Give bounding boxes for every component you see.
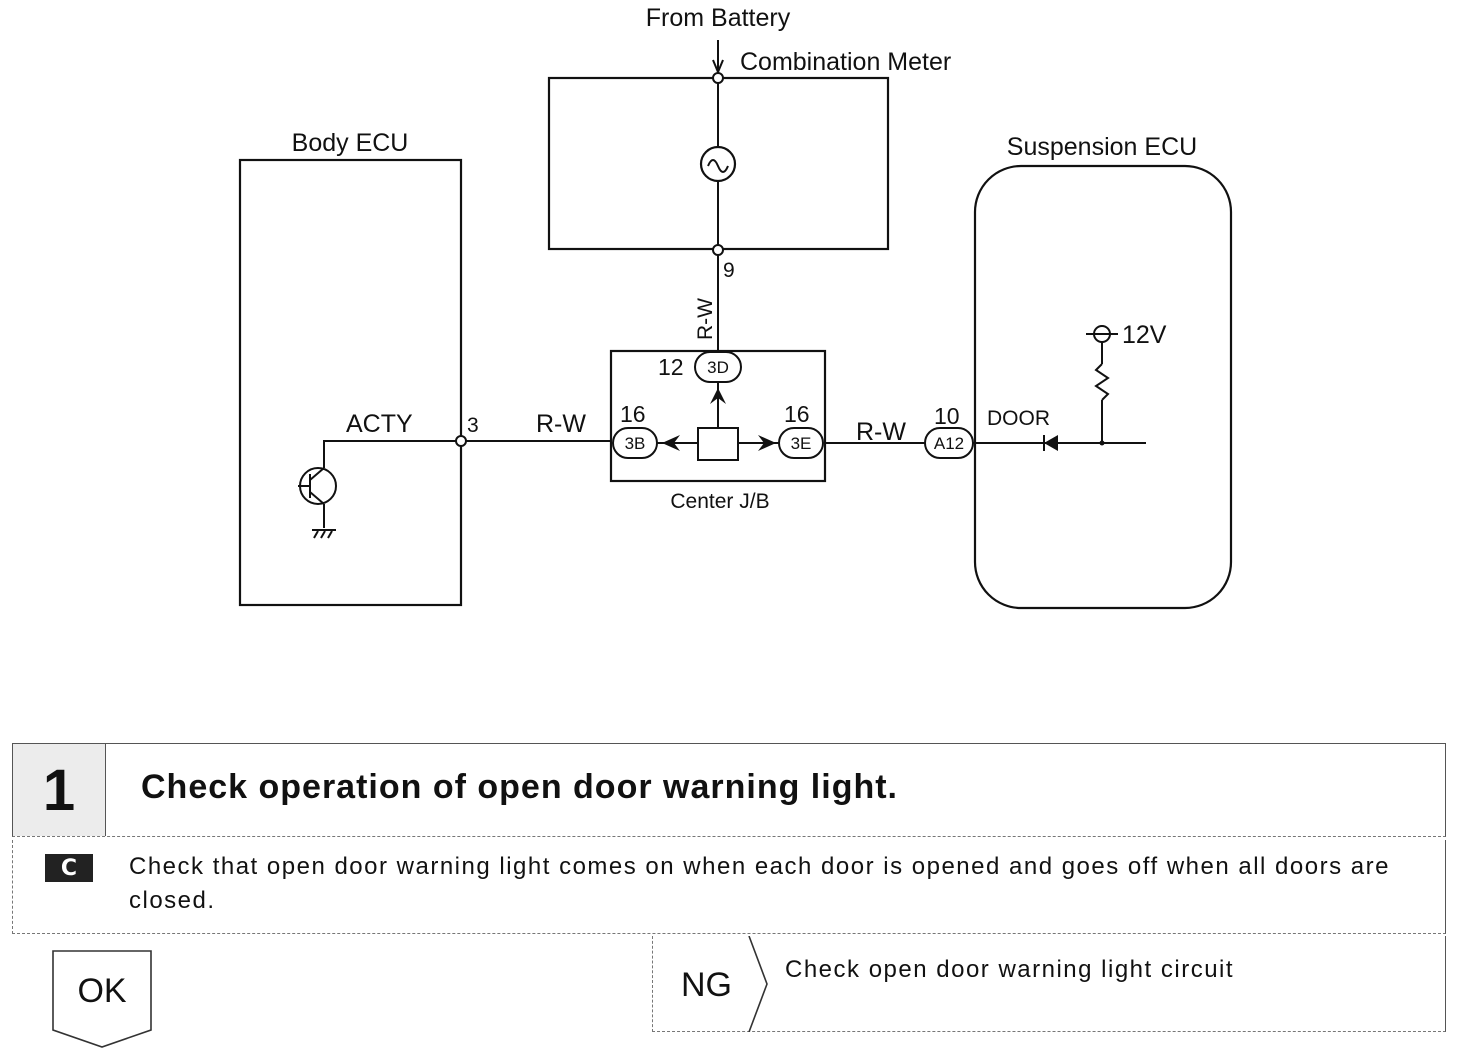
svg-text:A12: A12 — [934, 434, 964, 453]
wiring-diagram: From Battery Combination Meter 9 R-W Bod… — [238, 4, 1233, 610]
ng-label: NG — [681, 966, 732, 1004]
jb-pin-top-label: 12 — [658, 354, 684, 380]
check-instruction: Check that open door warning light comes… — [129, 853, 1390, 914]
meter-pin-label: 9 — [723, 259, 735, 282]
connector-3b: 3B — [612, 427, 658, 459]
supply-voltage-label: 12V — [1122, 321, 1167, 349]
from-battery-label: From Battery — [646, 4, 791, 32]
susp-pin-label: 10 — [934, 403, 960, 429]
body-ecu-label: Body ECU — [292, 129, 409, 157]
check-icon: C — [45, 854, 93, 882]
center-jb-label: Center J/B — [670, 490, 769, 513]
suspension-ecu-label: Suspension ECU — [1007, 133, 1197, 161]
jb-junction-icon — [697, 427, 739, 461]
resistor-icon — [1094, 363, 1110, 401]
jb-pin-left-label: 16 — [620, 401, 646, 427]
svg-text:3E: 3E — [791, 434, 812, 453]
warning-light-bulb-icon — [699, 145, 737, 183]
ng-result-row[interactable]: NG Check open door warning light circuit — [652, 936, 1446, 1032]
left-arrow-icon — [662, 435, 680, 451]
wire-color-vertical: R-W — [694, 298, 717, 340]
ok-label: OK — [77, 972, 127, 1010]
ok-result-button[interactable]: OK — [52, 950, 152, 1050]
susp-signal-label: DOOR — [987, 407, 1050, 430]
combination-meter-label: Combination Meter — [740, 48, 951, 76]
body-ecu-box — [238, 158, 463, 607]
connector-3d: 3D — [694, 351, 742, 383]
ng-action: Check open door warning light circuit — [785, 956, 1235, 983]
connector-a12: A12 — [924, 427, 974, 459]
diode-icon — [1043, 435, 1058, 451]
ok-pentagon-icon — [52, 950, 152, 1048]
connector-3e: 3E — [778, 427, 824, 459]
step-number: 1 — [13, 744, 106, 836]
transistor-icon — [298, 467, 337, 539]
battery-arrow-icon — [712, 40, 724, 75]
voltage-source-icon — [1086, 325, 1118, 343]
wire-color-left: R-W — [536, 410, 586, 438]
suspension-ecu-box — [973, 164, 1233, 610]
jb-pin-right-label: 16 — [784, 401, 810, 427]
step-body: C Check that open door warning light com… — [12, 840, 1446, 934]
body-pin-label: 3 — [467, 414, 479, 437]
right-arrow-icon — [758, 435, 776, 451]
svg-text:3D: 3D — [707, 358, 729, 377]
step-header: 1 Check operation of open door warning l… — [12, 743, 1446, 837]
up-arrow-icon — [710, 388, 726, 404]
step-title: Check operation of open door warning lig… — [141, 768, 898, 806]
svg-text:3B: 3B — [625, 434, 646, 453]
ng-arrow-icon — [748, 936, 768, 1032]
wire-color-right: R-W — [856, 418, 906, 446]
body-signal-label: ACTY — [346, 410, 413, 438]
